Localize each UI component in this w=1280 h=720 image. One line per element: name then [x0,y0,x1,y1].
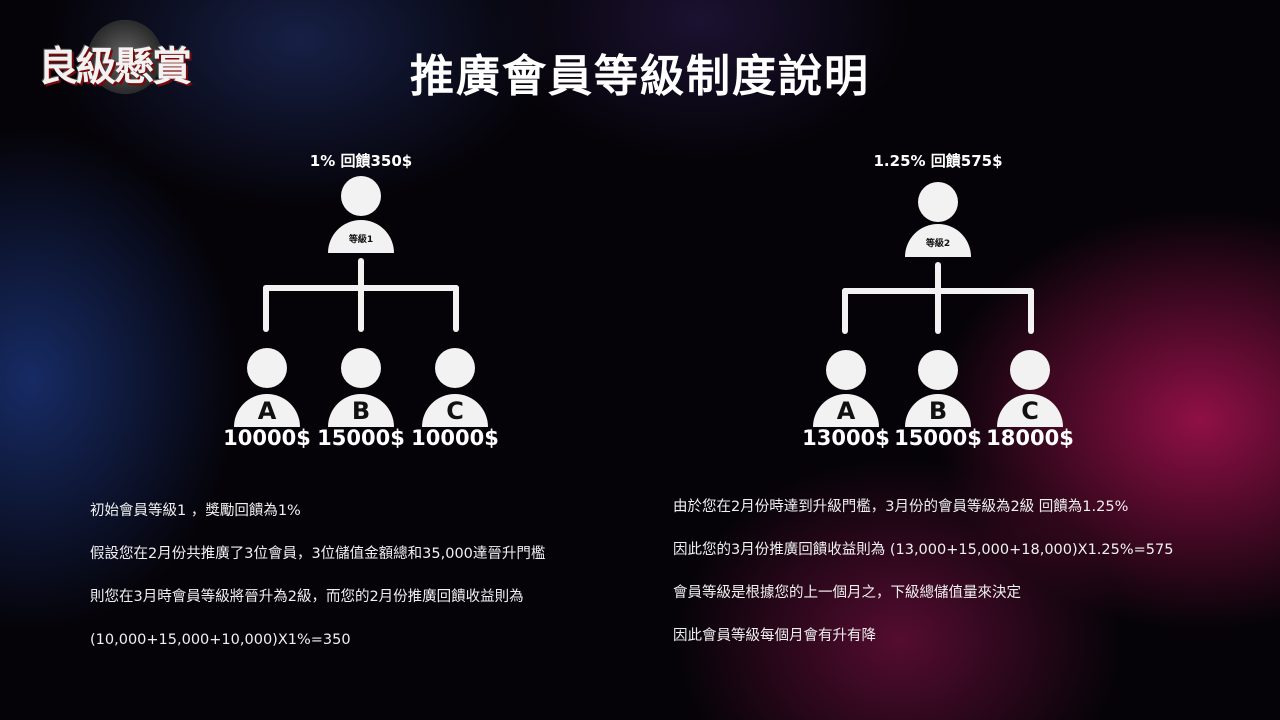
connector-line [263,285,459,291]
person-icon [918,182,958,222]
connector-line [358,258,364,332]
text-line: 因此您的3月份推廣回饋收益則為 (13,000+15,000+18,000)X1… [673,542,1174,558]
member-amount: 10000$ [223,426,311,450]
text-line: 由於您在2月份時達到升級門檻，3月份的會員等級為2級 回饋為1.25% [673,499,1129,515]
level-badge: 等級2 [905,224,971,257]
member-a: A [234,394,300,427]
person-icon [918,350,958,390]
text-line: 因此會員等級每個月會有升有降 [673,628,876,644]
tree-caption: 1% 回饋350$ [309,152,413,170]
person-icon [435,348,475,388]
text-line: 會員等級是根據您的上一個月之，下級總儲值量來決定 [673,585,1021,601]
member-amount: 18000$ [986,426,1074,450]
member-b: B [328,394,394,427]
person-icon [247,348,287,388]
connector-line [935,262,941,334]
member-amount: 10000$ [411,426,499,450]
right-explanation: 由於您在2月份時達到升級門檻，3月份的會員等級為2級 回饋為1.25% 因此您的… [673,486,1173,658]
member-amount: 13000$ [802,426,890,450]
connector-line [842,288,1034,294]
person-icon [341,348,381,388]
connector-line [263,285,269,332]
person-icon [341,176,381,216]
connector-line [842,288,848,334]
text-line: 則您在3月時會員等級將晉升為2級，而您的2月份推廣回饋收益則為 [90,589,524,605]
tree-caption: 1.25% 回饋575$ [873,152,1003,170]
logo-emblem [88,20,162,94]
person-icon [826,350,866,390]
member-amount: 15000$ [317,426,405,450]
member-amount: 15000$ [894,426,982,450]
level-badge: 等級1 [328,220,394,253]
logo: 良級懸賞 [36,6,208,98]
connector-line [1028,288,1034,334]
text-line: 假設您在2月份共推廣了3位會員，3位儲值金額總和35,000達晉升門檻 [90,546,546,562]
member-c: C [997,394,1063,427]
text-line: 初始會員等級1 ，獎勵回饋為1% [90,503,301,519]
logo-text: 良級懸賞 [38,44,192,90]
page-title: 推廣會員等級制度說明 [410,51,870,102]
member-c: C [422,394,488,427]
person-icon [1010,350,1050,390]
left-explanation: 初始會員等級1 ，獎勵回饋為1% 假設您在2月份共推廣了3位會員，3位儲值金額總… [90,490,545,662]
member-b: B [905,394,971,427]
member-a: A [813,394,879,427]
text-line: (10,000+15,000+10,000)X1%=350 [90,632,351,648]
connector-line [453,285,459,332]
